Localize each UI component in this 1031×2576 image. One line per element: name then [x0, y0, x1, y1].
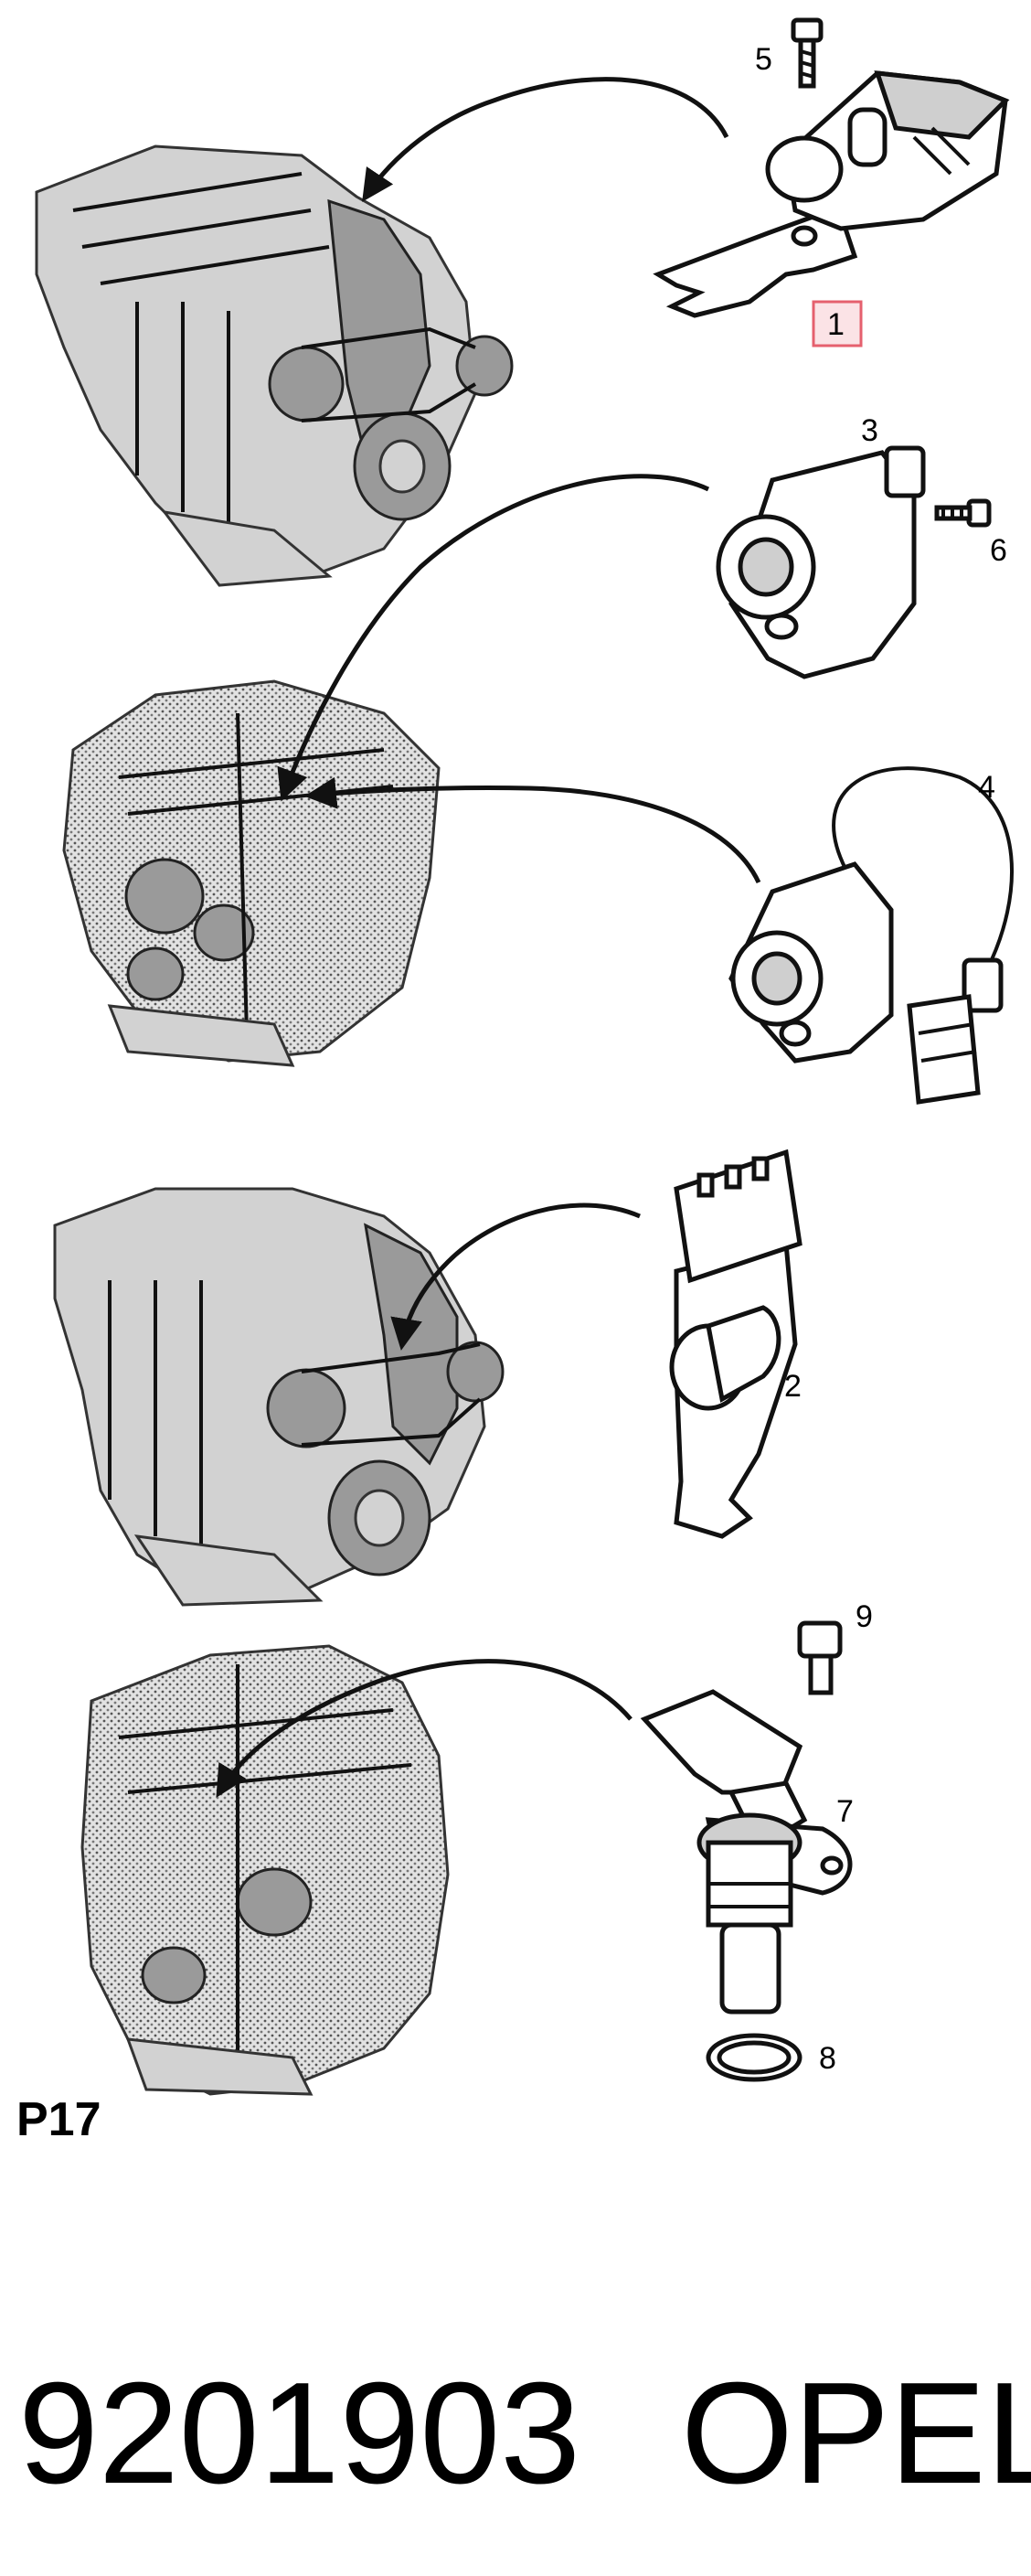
- callout-1: 1: [827, 307, 845, 342]
- part-9-screw: [797, 1620, 843, 1695]
- callout-2: 2: [784, 1369, 802, 1404]
- callout-1-highlight: [812, 300, 863, 347]
- part-number: 9201903: [18, 2353, 580, 2514]
- page-label: P17: [16, 2093, 101, 2146]
- arrow-part4-to-engine2: [304, 776, 761, 884]
- part-4-sensor-with-cable: [728, 766, 1014, 1105]
- part-1-sensor-bracket: [653, 70, 1010, 318]
- part-8-o-ring: [706, 2033, 802, 2082]
- engine-illustration-3: [53, 1187, 505, 1607]
- engine-illustration-2: [62, 679, 441, 1067]
- arrow-part3-to-engine2: [277, 474, 710, 802]
- callout-5: 5: [755, 42, 772, 77]
- brand-name: OPEL: [681, 2353, 1031, 2514]
- engine-illustration-4: [80, 1644, 450, 2096]
- callout-4: 4: [978, 770, 995, 805]
- callout-7: 7: [836, 1794, 854, 1829]
- arrow-part1-to-engine1: [362, 77, 729, 202]
- arrow-part7-to-engine4: [216, 1659, 632, 1799]
- callout-3: 3: [861, 413, 878, 448]
- engine-illustration-1: [35, 144, 514, 587]
- callout-6: 6: [990, 533, 1007, 568]
- arrow-part2-to-engine3: [390, 1202, 641, 1351]
- callout-9: 9: [856, 1599, 873, 1634]
- part-2-sensor-with-bracket: [669, 1149, 802, 1539]
- part-7-crank-sensor: [640, 1689, 853, 2015]
- part-6-screw: [934, 498, 992, 528]
- part-5-screw: [791, 17, 824, 89]
- part-3-sensor: [716, 445, 926, 679]
- callout-8: 8: [819, 2041, 836, 2076]
